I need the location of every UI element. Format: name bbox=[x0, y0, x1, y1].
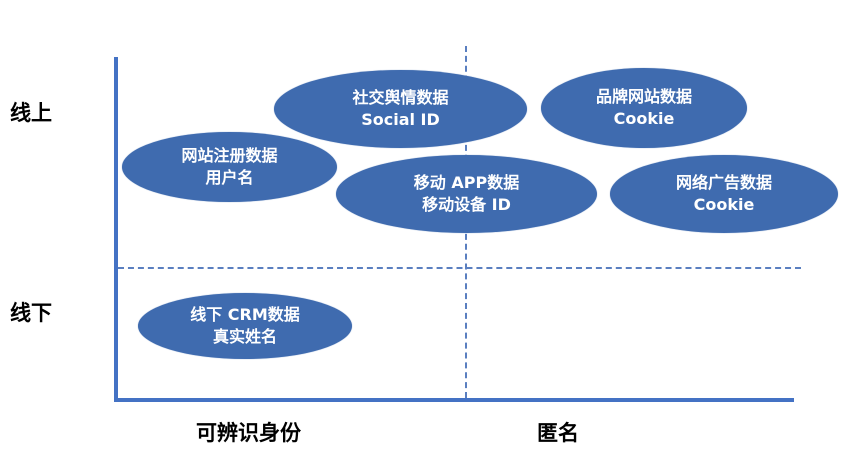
vertical-axis bbox=[114, 57, 118, 402]
row-label-offline: 线下 bbox=[10, 301, 52, 325]
bubble-subtitle: Cookie bbox=[693, 195, 755, 214]
bubble-title: 线下 CRM数据 bbox=[190, 305, 300, 324]
bubble-subtitle: Social ID bbox=[361, 110, 440, 129]
column-label-identifiable: 可辨识身份 bbox=[196, 421, 301, 445]
bubble-subtitle: Cookie bbox=[613, 109, 675, 128]
bubble-mobile-app: 移动 APP数据 移动设备 ID bbox=[336, 155, 597, 233]
bubble-brand-website: 品牌网站数据 Cookie bbox=[541, 68, 747, 148]
bubble-subtitle: 真实姓名 bbox=[212, 327, 277, 346]
bubble-title: 网站注册数据 bbox=[181, 146, 278, 165]
bubble-offline-crm: 线下 CRM数据 真实姓名 bbox=[138, 293, 352, 359]
row-label-online: 线上 bbox=[10, 101, 52, 125]
bubble-website-registration: 网站注册数据 用户名 bbox=[122, 132, 337, 202]
column-label-anonymous: 匿名 bbox=[537, 421, 579, 445]
bubble-online-ads: 网络广告数据 Cookie bbox=[610, 155, 838, 233]
bubble-title: 移动 APP数据 bbox=[413, 173, 520, 192]
horizontal-divider-dashed bbox=[118, 267, 801, 269]
bubble-social-sentiment: 社交舆情数据 Social ID bbox=[274, 70, 527, 148]
horizontal-axis bbox=[114, 398, 794, 402]
bubble-subtitle: 用户名 bbox=[205, 168, 254, 187]
bubble-title: 品牌网站数据 bbox=[595, 87, 692, 106]
bubble-title: 社交舆情数据 bbox=[352, 88, 449, 107]
bubble-subtitle: 移动设备 ID bbox=[422, 195, 511, 214]
bubble-title: 网络广告数据 bbox=[675, 173, 772, 192]
